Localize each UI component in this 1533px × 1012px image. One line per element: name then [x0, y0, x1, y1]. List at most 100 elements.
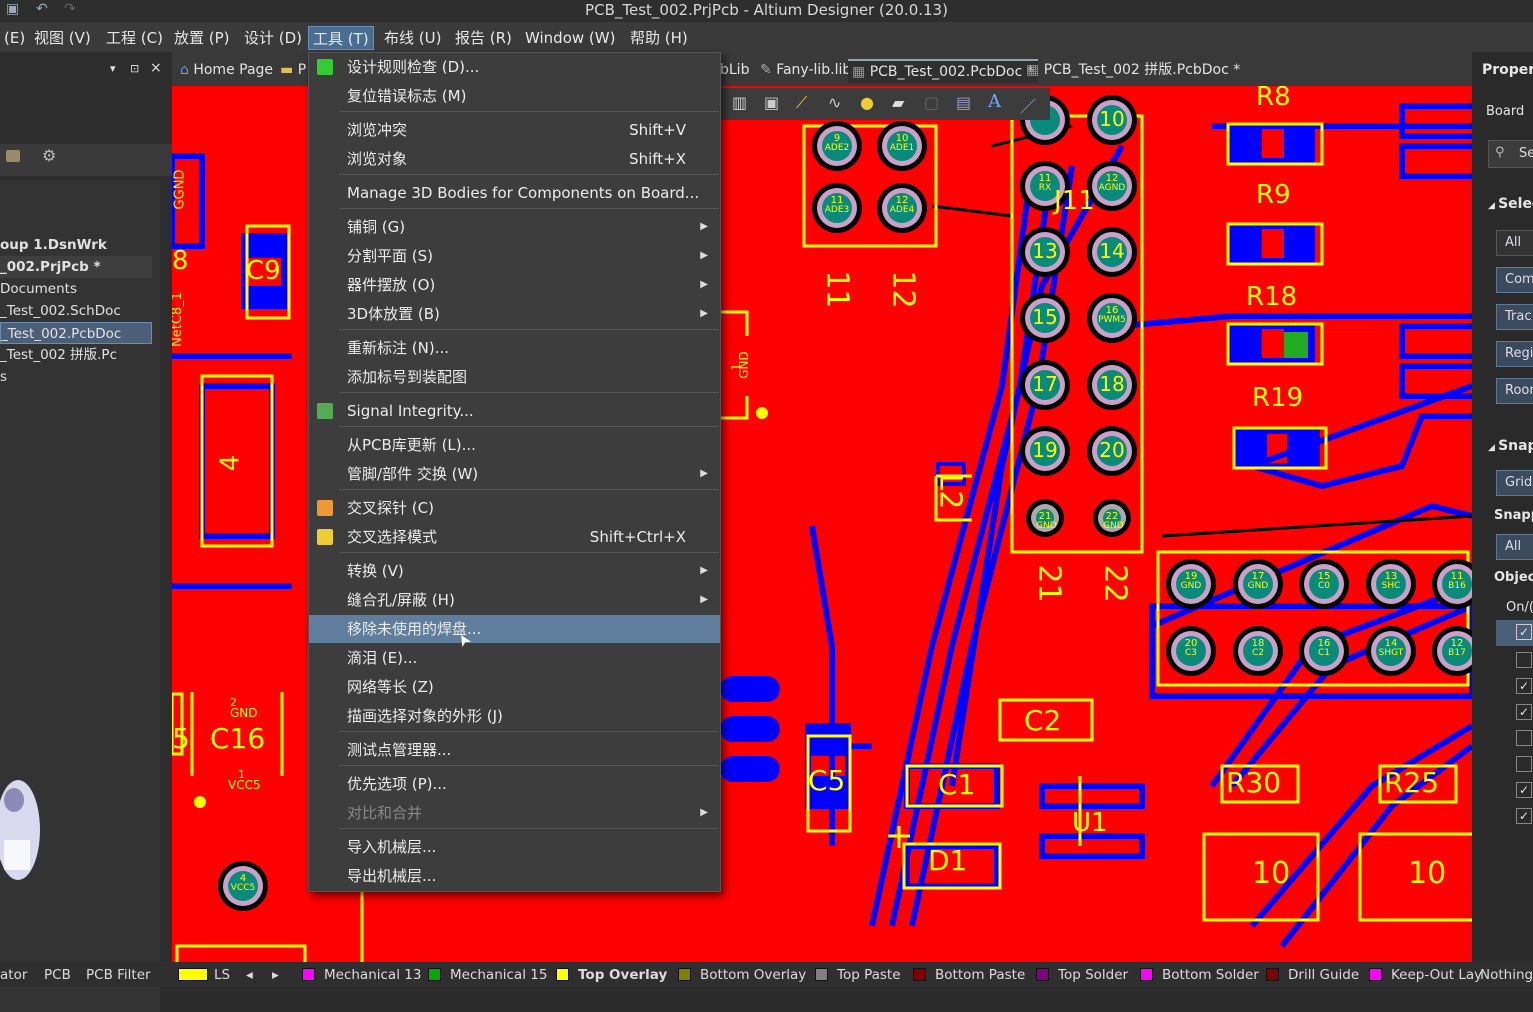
menu-item-24[interactable]: 优先选项 (P)... — [309, 770, 720, 798]
pad[interactable]: 10 — [1087, 95, 1137, 145]
string-icon[interactable]: A — [988, 91, 1001, 112]
layer-swatch[interactable] — [1266, 968, 1279, 981]
layer-swatch[interactable] — [815, 968, 828, 981]
fill-icon[interactable]: ▰ — [892, 93, 905, 112]
menu-edit[interactable]: (E) — [4, 29, 26, 47]
layer-tab[interactable]: Top Overlay — [578, 967, 668, 983]
menu-item-2[interactable]: 复位错误标志 (M) — [309, 82, 720, 110]
folder-icon[interactable] — [6, 150, 20, 162]
layer-swatch[interactable] — [428, 968, 441, 981]
layer-swatch[interactable] — [678, 968, 691, 981]
section-selection[interactable]: ◢ Selec — [1488, 196, 1533, 212]
menu-item-1[interactable]: 设计规则检查 (D)... — [309, 53, 720, 81]
tree-item-workspace[interactable]: oup 1.DsnWrk — [0, 237, 107, 253]
menu-item-19[interactable]: 移除未使用的焊盘... — [309, 615, 720, 643]
checkbox[interactable] — [1516, 652, 1532, 668]
tree-item-schdoc[interactable]: _Test_002.SchDoc — [0, 303, 121, 319]
all-button[interactable]: All — [1496, 230, 1533, 256]
menu-route[interactable]: 布线 (U) — [384, 29, 442, 47]
layer-set-ls[interactable]: LS — [214, 967, 231, 983]
menu-design[interactable]: 设计 (D) — [244, 29, 303, 47]
layer-tab[interactable]: Mechanical 13 — [324, 967, 422, 983]
tree-item-documents[interactable]: Documents — [0, 281, 77, 297]
menu-place[interactable]: 放置 (P) — [174, 29, 230, 47]
status-pcb[interactable]: PCB — [44, 967, 71, 983]
tab-pcb-test-002[interactable]: ▦ PCB_Test_002.PcbDoc * — [848, 59, 1038, 83]
checkbox[interactable]: ✓ — [1516, 704, 1532, 720]
menu-item-26[interactable]: 导入机械层... — [309, 833, 720, 861]
components-button[interactable]: Com — [1496, 267, 1533, 293]
tree-item-project[interactable]: _002.PrjPcb * — [0, 256, 152, 278]
menu-item-27[interactable]: 导出机械层... — [309, 862, 720, 890]
pad[interactable]: 15 — [1020, 293, 1070, 343]
menu-item-7[interactable]: 分割平面 (S)▶ — [309, 242, 720, 270]
tab-fany-lib[interactable]: ✎ Fany-lib.lib — [756, 59, 855, 83]
all-snapping-button[interactable]: All — [1496, 534, 1533, 560]
layer-tab[interactable]: Bottom Overlay — [700, 967, 807, 983]
layer-tab[interactable]: Top Solder — [1058, 967, 1129, 983]
close-icon[interactable]: × — [150, 60, 162, 76]
pin-icon[interactable]: ⊡ — [130, 62, 140, 75]
menu-item-6[interactable]: 铺铜 (G)▶ — [309, 213, 720, 241]
menu-tools[interactable]: 工具 (T) — [308, 26, 374, 50]
menu-window[interactable]: Window (W) — [525, 29, 616, 47]
gear-icon[interactable]: ⚙ — [42, 146, 57, 165]
menu-project[interactable]: 工程 (C) — [106, 29, 163, 47]
status-pcb-filter[interactable]: PCB Filter — [86, 967, 151, 983]
diff-pair-icon[interactable]: ∿ — [828, 93, 842, 112]
menu-item-5[interactable]: Manage 3D Bodies for Components on Board… — [309, 179, 720, 207]
layer-prev-icon[interactable]: ◂ — [246, 967, 253, 983]
tree-item-panel-pcbdoc[interactable]: _Test_002 拼版.Pc — [0, 347, 117, 363]
menu-help[interactable]: 帮助 (H) — [630, 29, 688, 47]
menu-item-21[interactable]: 网络等长 (Z) — [309, 673, 720, 701]
layer-tab[interactable]: Drill Guide — [1288, 967, 1360, 983]
redo-icon[interactable]: ↷ — [64, 1, 76, 17]
component-icon[interactable]: ▣ — [764, 93, 780, 112]
route-icon[interactable]: ⟋ — [796, 93, 808, 112]
layer-tab[interactable]: Keep-Out Lay — [1391, 967, 1483, 983]
regions-button[interactable]: Regi — [1496, 341, 1533, 367]
object-row-selected[interactable]: ✓ — [1496, 620, 1533, 646]
current-layer-swatch[interactable] — [178, 968, 208, 981]
layer-swatch[interactable] — [1036, 968, 1049, 981]
menu-item-13[interactable]: 从PCB库更新 (L)... — [309, 431, 720, 459]
menu-item-23[interactable]: 测试点管理器... — [309, 736, 720, 764]
checkbox[interactable]: ✓ — [1516, 782, 1532, 798]
menu-item-17[interactable]: 转换 (V)▶ — [309, 557, 720, 585]
undo-icon[interactable]: ↶ — [36, 1, 48, 17]
menu-item-22[interactable]: 描画选择对象的外形 (J) — [309, 702, 720, 730]
pad[interactable]: 13 — [1020, 227, 1070, 277]
tab-p[interactable]: ▬ P — [276, 59, 310, 83]
tab-home-page[interactable]: ⌂ Home Page — [176, 59, 277, 83]
pad[interactable]: 14 — [1087, 227, 1137, 277]
checkbox[interactable]: ✓ — [1516, 624, 1532, 640]
menu-item-10[interactable]: 重新标注 (N)... — [309, 334, 720, 362]
layer-tab[interactable]: Bottom Solder — [1162, 967, 1259, 983]
dimension-icon[interactable]: ▤ — [956, 93, 972, 112]
tracks-button[interactable]: Trac — [1496, 304, 1533, 330]
line-icon[interactable]: ／ — [1020, 97, 1037, 116]
layer-swatch[interactable] — [1369, 968, 1382, 981]
via-icon[interactable]: ● — [860, 93, 874, 112]
checkbox[interactable] — [1516, 730, 1532, 746]
panel-menu-icon[interactable]: ▾ — [110, 62, 116, 75]
checkbox[interactable] — [1516, 756, 1532, 772]
region-icon[interactable]: ▢ — [924, 93, 940, 112]
layer-tab[interactable]: Mechanical 15 — [450, 967, 548, 983]
pad[interactable]: 17 — [1020, 360, 1070, 410]
